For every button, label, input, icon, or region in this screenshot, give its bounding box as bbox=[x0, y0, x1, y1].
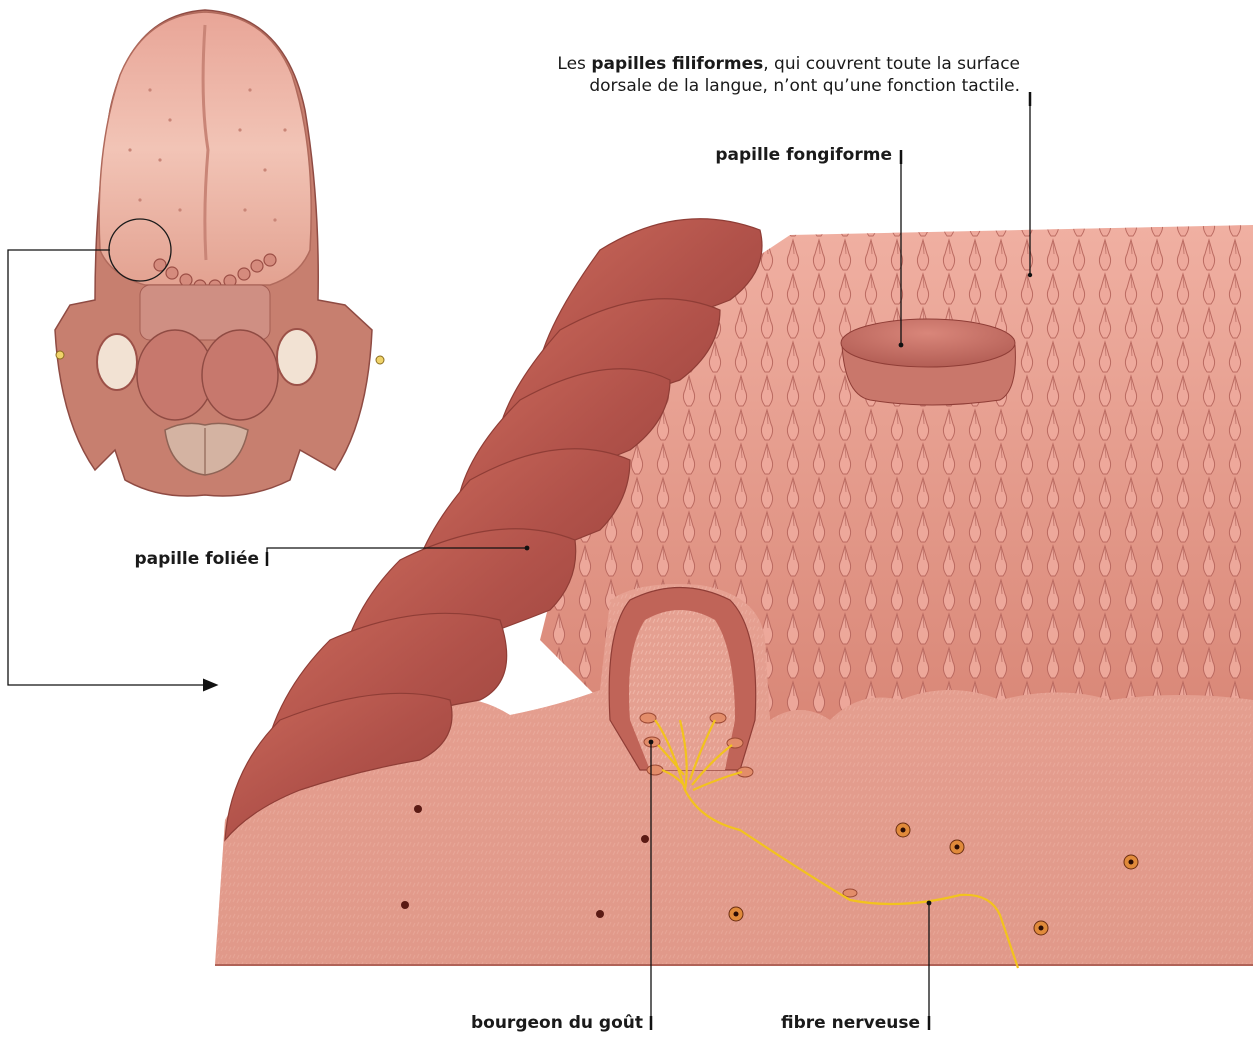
filiformes-prefix: Les bbox=[557, 54, 591, 74]
label-papille-fongiforme: papille fongiforme bbox=[715, 144, 892, 166]
label-papilles-filiformes: Les papilles filiformes, qui couvrent to… bbox=[557, 53, 1020, 97]
label-papille-foliee: papille foliée bbox=[134, 548, 259, 570]
filiformes-line1-rest: , qui couvrent toute la surface bbox=[763, 54, 1020, 74]
filiformes-line2: dorsale de la langue, n’ont qu’une fonct… bbox=[589, 76, 1020, 96]
fungiform-papilla bbox=[841, 319, 1015, 405]
label-bourgeon-du-gout: bourgeon du goût bbox=[471, 1012, 643, 1034]
filiformes-term: papilles filiformes bbox=[591, 54, 763, 74]
tongue-overview bbox=[55, 10, 384, 496]
label-fibre-nerveuse: fibre nerveuse bbox=[781, 1012, 920, 1034]
